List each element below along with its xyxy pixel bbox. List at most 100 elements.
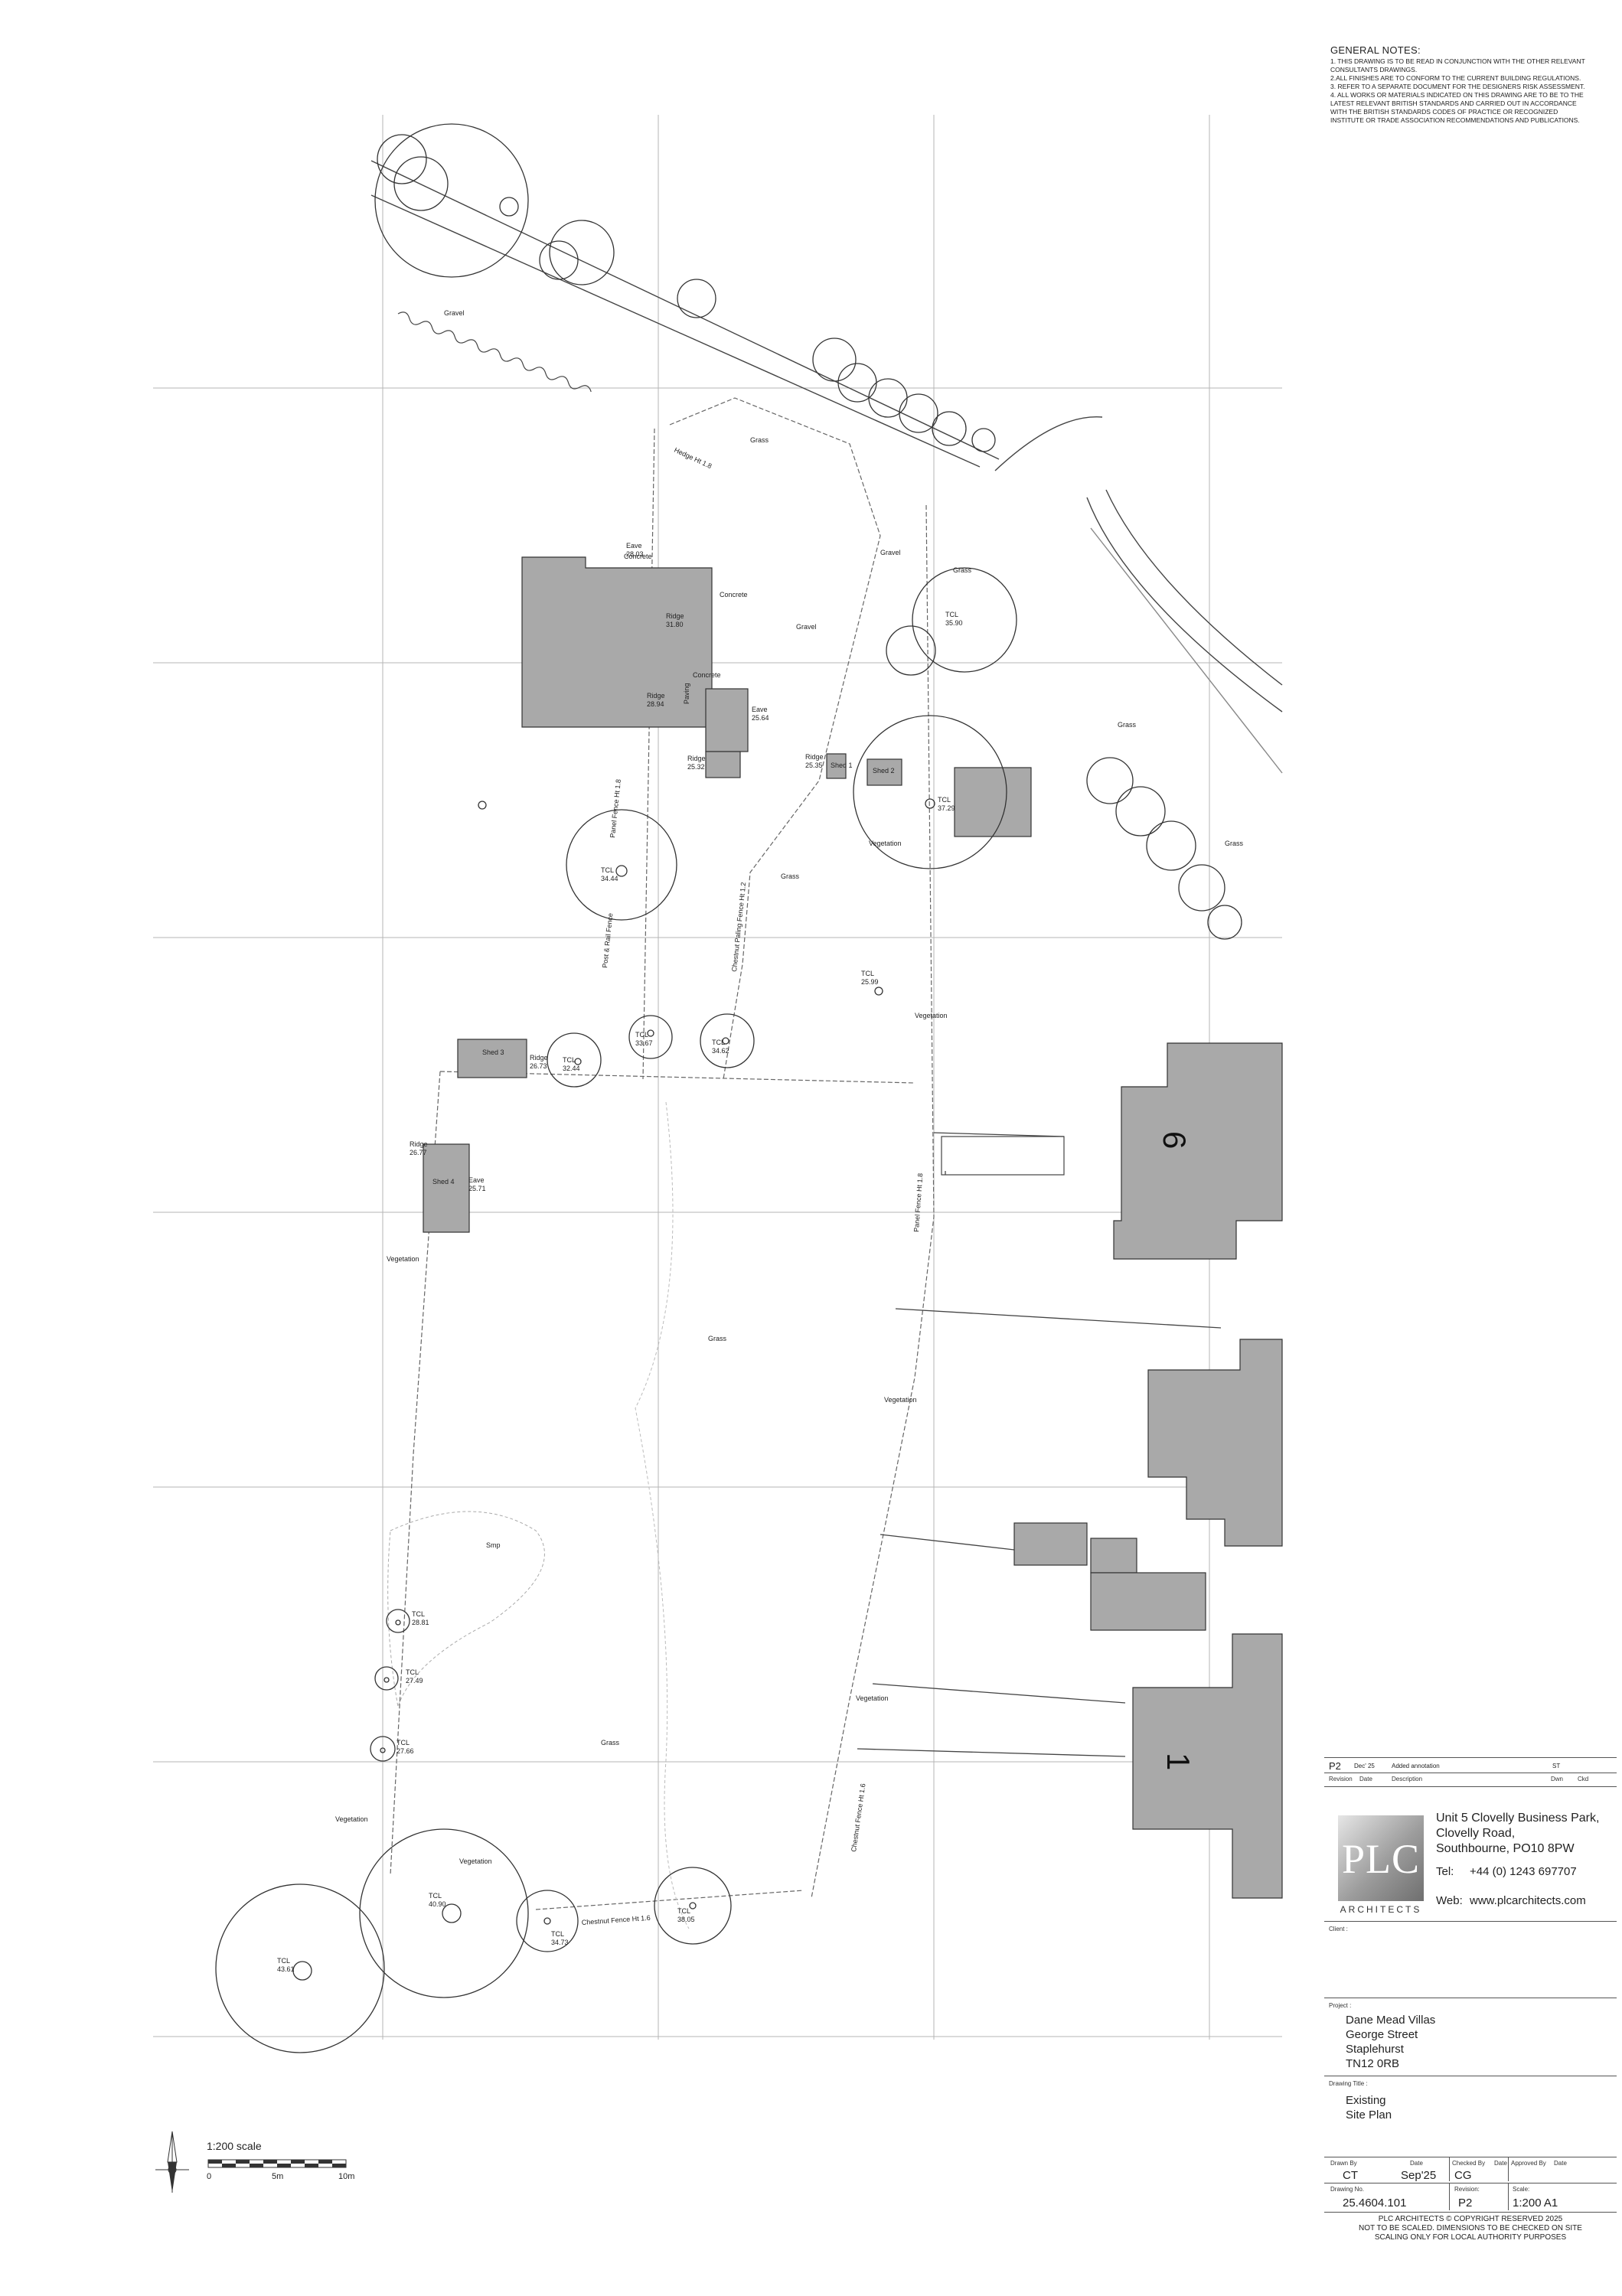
cell-divider — [1449, 2157, 1450, 2181]
note-line: CONSULTANTS DRAWINGS. — [1330, 66, 1418, 73]
tree-13-label: TCL — [551, 1930, 564, 1938]
tree-12-label: TCL — [277, 1957, 290, 1965]
revision-headers: Revision Date Description Dwn Ckd — [1329, 1776, 1612, 1785]
label-vegetation-7: Vegetation — [459, 1857, 492, 1865]
label-vegetation-5: Vegetation — [856, 1694, 889, 1702]
garage-block-b — [1090, 1538, 1137, 1574]
scale-value: 1:200 A1 — [1513, 2197, 1558, 2210]
label-grass-5: Grass — [1225, 840, 1244, 847]
date-value: Sep'25 — [1401, 2169, 1437, 2182]
level-ridge-1-label: Ridge — [666, 612, 684, 620]
drawing-no-label: Drawing No. — [1330, 2186, 1365, 2193]
project-label: Project : — [1329, 2002, 1352, 2009]
drawn-header: Dwn — [1551, 1776, 1564, 1782]
revision-label: Revision: — [1454, 2186, 1480, 2193]
project-line: TN12 0RB — [1346, 2057, 1400, 2070]
footer-line: SCALING ONLY FOR LOCAL AUTHORITY PURPOSE… — [1374, 2233, 1567, 2242]
label-sump: Smp — [486, 1541, 501, 1549]
cell-divider — [1508, 2157, 1509, 2181]
label-concrete-3: Concrete — [693, 671, 721, 679]
label-shed-4: Shed 4 — [432, 1178, 455, 1186]
house-number-6: 6 — [1157, 1131, 1193, 1149]
tree-3-label: TCL — [601, 866, 614, 874]
checked-by-label: Checked By — [1452, 2160, 1486, 2167]
note-line: INSTITUTE OR TRADE ASSOCIATION RECOMMEND… — [1330, 116, 1580, 124]
tree-8-label: TCL — [412, 1610, 425, 1618]
level-eave-2-label: Eave — [752, 706, 768, 713]
client-label: Client : — [1329, 1926, 1348, 1932]
note-line: 2.ALL FINISHES ARE TO CONFORM TO THE CUR… — [1330, 74, 1581, 82]
drawing-no-value: 25.4604.101 — [1343, 2197, 1407, 2210]
company-telephone: Tel:+44 (0) 1243 697707 — [1436, 1865, 1577, 1878]
label-grass-1: Grass — [750, 436, 769, 444]
note-line: 4. ALL WORKS OR MATERIALS INDICATED ON T… — [1330, 91, 1584, 99]
tree-14-label: TCL — [677, 1907, 690, 1915]
footer-line: PLC ARCHITECTS © COPYRIGHT RESERVED 2025 — [1378, 2215, 1563, 2223]
label-gravel-1: Gravel — [880, 549, 901, 556]
survey-grid — [153, 115, 1282, 2040]
tel-label: Tel: — [1436, 1865, 1454, 1878]
tree-14-value: 38.05 — [677, 1916, 695, 1923]
logo-text: PLC — [1341, 1836, 1421, 1882]
tree-4-label: TCL — [635, 1031, 648, 1039]
tree-5-value: 34.62 — [712, 1047, 729, 1055]
level-ridge-3-label: Ridge — [687, 755, 706, 762]
project-line: Dane Mead Villas — [1346, 2014, 1436, 2027]
date-label: Date — [1410, 2160, 1423, 2167]
web-value[interactable]: www.plcarchitects.com — [1470, 1894, 1586, 1907]
north-arrow-icon — [155, 2131, 189, 2193]
level-ridge-1-value: 31.80 — [666, 621, 684, 628]
pond-outline — [387, 1511, 545, 1707]
fence-label-2: Chestnut Paling Fence Ht 1.2 — [730, 882, 747, 972]
approved-by-label: Approved By — [1511, 2160, 1546, 2167]
label-paving: Paving — [683, 683, 690, 704]
tree-4-value: 33.67 — [635, 1039, 653, 1047]
revision-drawn: ST — [1552, 1763, 1561, 1769]
label-grass-2: Grass — [781, 872, 800, 880]
title-block-divider — [1324, 1757, 1617, 1758]
company-website: Web:www.plcarchitects.com — [1436, 1894, 1586, 1907]
drawing-title-line: Existing — [1346, 2094, 1386, 2107]
label-vegetation-6: Vegetation — [335, 1815, 368, 1823]
scale-tick-10m: 10m — [338, 2172, 355, 2181]
tree-8-value: 28.81 — [412, 1619, 429, 1626]
tree-1-value: 35.90 — [945, 619, 963, 627]
house-1 — [1132, 1633, 1283, 1899]
label-concrete-2: Concrete — [720, 591, 748, 598]
address-line: Clovelly Road, — [1436, 1827, 1516, 1840]
label-shed-3: Shed 3 — [482, 1049, 504, 1056]
outbuilding-outline — [941, 1136, 1065, 1176]
revision-description: Added annotation — [1392, 1763, 1440, 1769]
tree-13-value: 34.73 — [551, 1939, 569, 1946]
drawn-by-value: CT — [1343, 2169, 1358, 2182]
tree-6-label: TCL — [861, 970, 874, 977]
general-notes-title: GENERAL NOTES: — [1330, 44, 1421, 56]
fence-label-5: Chestnut Fence Ht 1.6 — [850, 1783, 866, 1853]
scale-bar-title: 1:200 scale — [207, 2140, 262, 2152]
level-eave-3-label: Eave — [468, 1176, 485, 1184]
level-ridge-4-label: Ridge — [805, 753, 824, 761]
drawn-by-label: Drawn By — [1330, 2160, 1357, 2167]
tree-6-value: 25.99 — [861, 978, 879, 986]
label-gravel-2: Gravel — [796, 623, 817, 631]
level-eave-2-value: 25.64 — [752, 714, 769, 722]
fence-label-6: Chestnut Fence Ht 1.6 — [581, 1914, 651, 1926]
note-line: 1. THIS DRAWING IS TO BE READ IN CONJUNC… — [1330, 57, 1585, 65]
path-outline — [635, 1101, 690, 1929]
level-ridge-6-label: Ridge — [410, 1140, 428, 1148]
company-address: Unit 5 Clovelly Business Park, Clovelly … — [1436, 1811, 1599, 1857]
general-notes: GENERAL NOTES: 1. THIS DRAWING IS TO BE … — [1330, 44, 1606, 125]
label-vegetation-3: Vegetation — [387, 1255, 419, 1263]
scale-bar — [207, 2159, 347, 2168]
hedge-line — [397, 311, 592, 393]
label-vegetation-1: Vegetation — [915, 1012, 948, 1019]
land-parcel-lines — [857, 1132, 1222, 1757]
label-shed-2: Shed 2 — [873, 767, 895, 775]
scale-label: Scale: — [1513, 2186, 1530, 2193]
tree-9-label: TCL — [406, 1668, 419, 1676]
label-gravel-3: Gravel — [444, 309, 465, 317]
note-line: LATEST RELEVANT BRITISH STANDARDS AND CA… — [1330, 99, 1577, 107]
project-line: Staplehurst — [1346, 2043, 1404, 2056]
scale-tick-5m: 5m — [272, 2172, 284, 2181]
label-grass-4: Grass — [601, 1739, 620, 1746]
